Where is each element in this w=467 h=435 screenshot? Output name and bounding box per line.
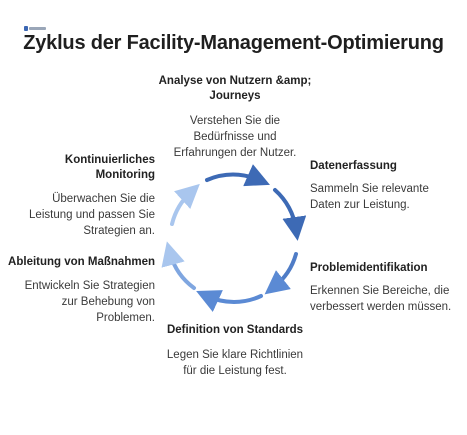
step-analyse-title: Analyse von Nutzern &amp; Journeys	[158, 75, 312, 102]
step-standards: Definition von Standards Legen Sie klare…	[140, 323, 330, 379]
step-analyse-description: Verstehen Sie die Bedürfnisse und Erfahr…	[150, 113, 320, 161]
step-monitoring-line: Strategien an.	[83, 225, 155, 237]
cycle-arrow-6	[170, 183, 200, 226]
step-standards-line: für die Leistung fest.	[183, 365, 287, 377]
step-analyse-line: Bedürfnisse und	[193, 131, 277, 143]
logo-wordmark	[29, 27, 46, 30]
step-analyse-line: Verstehen Sie die	[189, 115, 281, 127]
cycle-arrow-1	[205, 164, 270, 187]
cycle-arrow-5	[161, 241, 196, 290]
brand-logo	[24, 25, 46, 32]
step-datenerfassung: Datenerfassung Sammeln Sie relevante Dat…	[310, 159, 460, 213]
step-datenerfassung-line: Sammeln Sie relevante	[310, 183, 429, 195]
step-monitoring: Kontinuierliches Monitoring Überwachen S…	[8, 153, 155, 239]
step-datenerfassung-title: Datenerfassung	[310, 160, 397, 172]
step-monitoring-line: Leistung und passen Sie	[29, 209, 155, 221]
step-datenerfassung-line: Daten zur Leistung.	[310, 199, 410, 211]
step-massnahmen-line: Entwickeln Sie Strategien	[24, 280, 155, 292]
step-standards-line: Legen Sie klare Richtlinien	[166, 349, 304, 361]
cycle-arrow-3	[264, 252, 298, 295]
step-massnahmen-line: zur Behebung von	[61, 296, 155, 308]
step-analyse-line: Erfahrungen der Nutzer.	[173, 147, 297, 159]
step-problemidentifikation-line: verbessert werden müssen.	[310, 301, 452, 313]
step-standards-description: Legen Sie klare Richtlinien für die Leis…	[140, 347, 330, 379]
logo-mark	[24, 26, 28, 31]
step-problemidentifikation-title: Problemidentifikation	[310, 262, 428, 274]
step-massnahmen: Ableitung von Maßnahmen Entwickeln Sie S…	[8, 255, 155, 326]
step-problemidentifikation-description: Erkennen Sie Bereiche, die verbessert we…	[310, 283, 465, 315]
step-monitoring-title: Kontinuierliches Monitoring	[64, 154, 155, 181]
step-massnahmen-title: Ableitung von Maßnahmen	[8, 256, 155, 268]
step-problemidentifikation-line: Erkennen Sie Bereiche, die	[310, 285, 450, 297]
cycle-arrow-2	[273, 188, 307, 241]
step-massnahmen-description: Entwickeln Sie Strategien zur Behebung v…	[8, 278, 155, 326]
step-standards-title: Definition von Standards	[166, 324, 304, 336]
step-monitoring-line: Überwachen Sie die	[52, 193, 155, 205]
step-problemidentifikation: Problemidentifikation Erkennen Sie Berei…	[310, 261, 465, 315]
diagram-title: Zyklus der Facility-Management-Optimieru…	[23, 32, 444, 54]
step-monitoring-description: Überwachen Sie die Leistung und passen S…	[8, 191, 155, 239]
step-analyse: Analyse von Nutzern &amp; Journeys Verst…	[150, 74, 320, 161]
cycle-arrow-4	[196, 290, 263, 312]
step-massnahmen-line: Problemen.	[96, 312, 155, 324]
step-datenerfassung-description: Sammeln Sie relevante Daten zur Leistung…	[310, 181, 460, 213]
